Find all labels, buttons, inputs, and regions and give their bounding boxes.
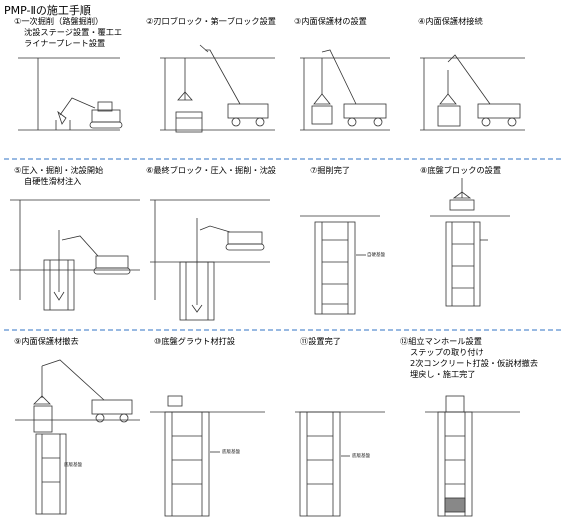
step4-illustration — [420, 54, 525, 131]
step-4: ④内面保護材接続 — [418, 16, 483, 27]
step-1-sub-1: 沈設ステージ設置・覆工エ — [24, 27, 123, 37]
step-9: ⑨内面保護材撤去 — [14, 336, 79, 347]
step6-illustration — [150, 199, 270, 321]
step-1: ①一次掘削（路盤掘削） 沈設ステージ設置・覆工エ ライナープレート設置 — [14, 16, 122, 49]
step-12-sub-1: ステップの取り付け — [410, 347, 484, 357]
step12-illustration — [425, 395, 520, 517]
step-7: ⑦掘削完了 — [310, 165, 350, 176]
step-12-sub-3: 埋戻し・施工完了 — [410, 369, 476, 379]
step-11-label: ⑪設置完了 — [300, 336, 341, 346]
tag-step9: 底版基盤 — [64, 463, 82, 468]
step-9-label: ⑨内面保護材撤去 — [14, 336, 79, 346]
step-12-label: ⑫組立マンホール設置 — [400, 336, 482, 346]
step-3-label: ③内面保護材の設置 — [294, 16, 367, 26]
step9-illustration — [15, 359, 140, 515]
step-2-label: ②刃口ブロック・第一ブロック設置 — [146, 16, 276, 26]
step2-illustration — [160, 44, 275, 133]
step-10-label: ⑩底盤グラウト材打設 — [154, 336, 236, 346]
step-10: ⑩底盤グラウト材打設 — [154, 336, 235, 347]
page-title: PMP-Ⅱの施工手順 — [4, 4, 91, 17]
step-4-label: ④内面保護材接続 — [418, 16, 483, 26]
tag-step11: 底版基盤 — [352, 454, 370, 459]
step7-illustration — [300, 215, 380, 315]
step-5: ⑤圧入・掘削・沈設開始 自硬性滑材注入 — [14, 165, 103, 187]
step-6: ⑥最終ブロック・圧入・掘削・沈設 — [146, 165, 276, 176]
step-8: ⑧底盤ブロックの設置 — [420, 165, 501, 176]
step5-illustration — [10, 199, 140, 311]
step8-illustration — [430, 178, 510, 307]
step-5-label: ⑤圧入・掘削・沈設開始 — [14, 165, 104, 175]
step10-illustration — [150, 395, 265, 517]
step-1-sub-2: ライナープレート設置 — [24, 38, 106, 48]
step-5-sub-1: 自硬性滑材注入 — [24, 176, 82, 186]
step-6-label: ⑥最終ブロック・圧入・掘削・沈設 — [146, 165, 276, 175]
step-3: ③内面保護材の設置 — [294, 16, 367, 27]
step-11: ⑪設置完了 — [300, 336, 341, 347]
step-7-label: ⑦掘削完了 — [310, 165, 351, 175]
step-1-label: ①一次掘削（路盤掘削） — [14, 16, 104, 26]
tag-step7: 自硬基盤 — [367, 253, 385, 258]
step1-illustration — [18, 57, 123, 131]
step3-illustration — [300, 49, 390, 131]
step-2: ②刃口ブロック・第一ブロック設置 — [146, 16, 276, 27]
step-12-sub-2: 2次コンクリート打設・仮説材撤去 — [410, 358, 539, 368]
tag-step10: 底版基盤 — [222, 450, 240, 455]
step-8-label: ⑧底盤ブロックの設置 — [420, 165, 502, 175]
step11-illustration — [295, 411, 385, 517]
step-12: ⑫組立マンホール設置 ステップの取り付け 2次コンクリート打設・仮説材撤去 埋戻… — [400, 336, 538, 380]
